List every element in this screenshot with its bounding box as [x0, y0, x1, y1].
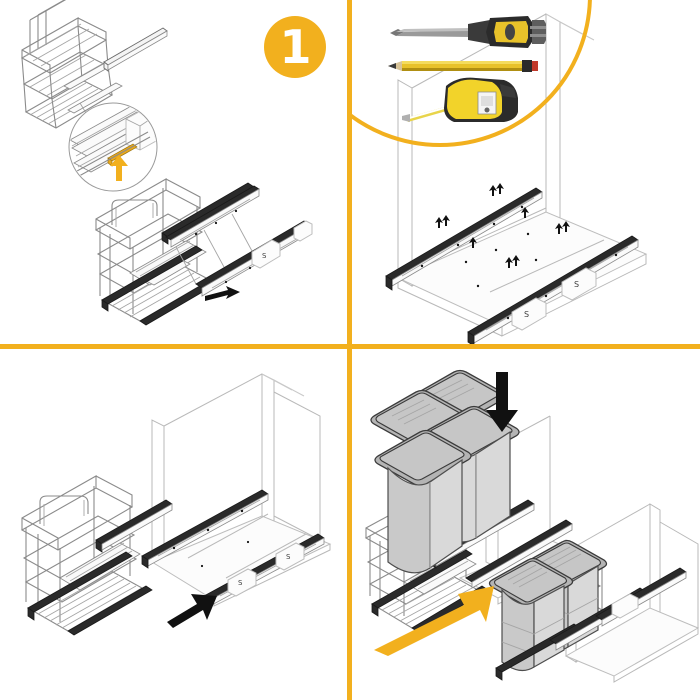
cabinet-runner-installed: S S — [141, 489, 325, 609]
step-1-illustration: S — [20, 0, 313, 326]
svg-text:S: S — [574, 280, 579, 289]
cabinet-base-board — [431, 207, 605, 293]
svg-text:S: S — [286, 553, 291, 561]
svg-text:S: S — [238, 579, 243, 587]
svg-text:S: S — [262, 252, 267, 260]
fixing-screws — [435, 183, 570, 268]
cabinet-runner-right: S S — [467, 235, 639, 347]
panel-divider-horizontal — [0, 344, 700, 349]
close-unit-arrow — [374, 586, 494, 656]
pencil-icon — [388, 60, 538, 72]
runner-slide-arrow — [205, 286, 240, 301]
tool-highlight-arc — [350, 0, 592, 147]
tool-icons — [388, 16, 546, 122]
panel-divider-vertical — [347, 0, 352, 700]
tape-measure-icon — [402, 77, 518, 122]
clip-push-arrow — [110, 155, 128, 181]
step-panel-4: 4 — [350, 350, 700, 700]
step-panel-2: S S — [350, 0, 700, 350]
step-2-illustration: S S — [350, 0, 648, 347]
waste-bins-exploded — [374, 405, 520, 574]
cabinet-runner-left — [385, 187, 543, 291]
drawer-runner-pair: S — [165, 185, 313, 297]
wire-basket-assembly-3 — [20, 475, 173, 636]
screwdriver-icon — [390, 16, 546, 48]
step-4-illustration — [364, 369, 700, 683]
step-panel-3: S S — [0, 350, 350, 700]
assembled-unit — [488, 503, 700, 683]
bin-drop-arrow — [486, 372, 518, 432]
step-badge-1: 1 — [264, 16, 326, 78]
cabinet-carcass-3 — [150, 373, 332, 607]
wire-basket-with-runner-lower — [94, 178, 255, 326]
detail-callout-circle — [68, 102, 158, 192]
step-3-illustration: S S — [20, 373, 332, 636]
insert-arrow-3 — [167, 594, 217, 628]
step-panel-1: S 1 — [0, 0, 350, 350]
svg-text:S: S — [524, 310, 529, 319]
